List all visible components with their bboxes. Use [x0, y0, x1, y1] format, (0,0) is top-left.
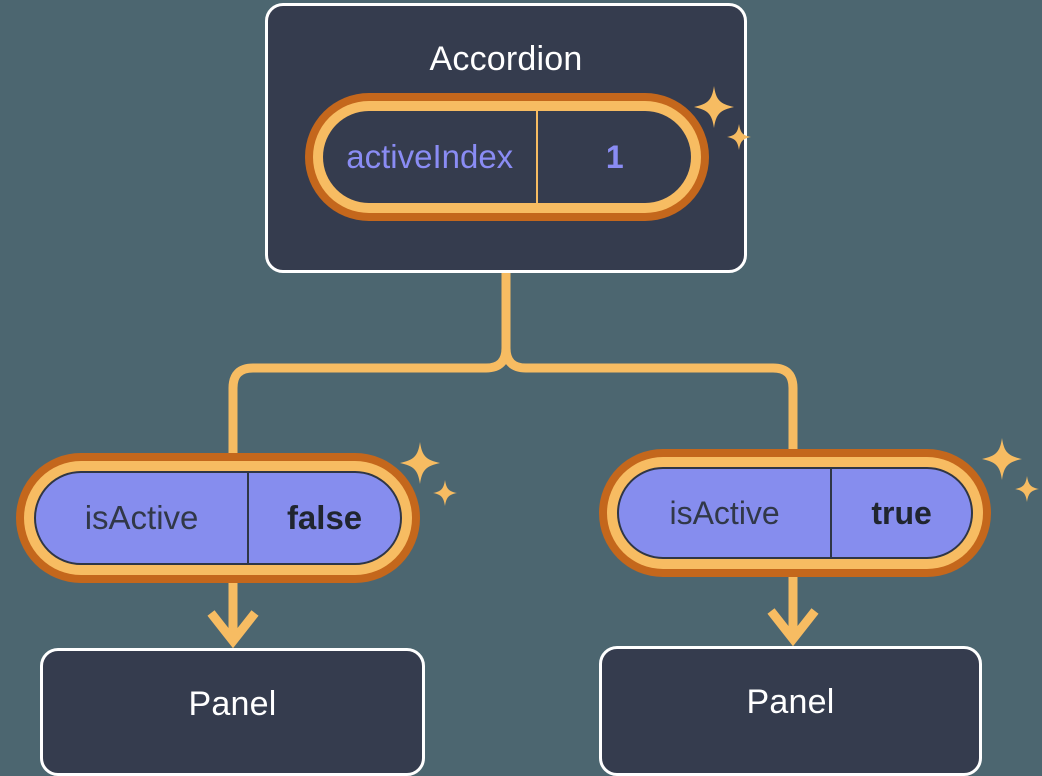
pill-outer-ring: activeIndex 1 — [305, 93, 709, 221]
node-title: Panel — [188, 685, 277, 723]
state-pill-isactive-true[interactable]: isActive true — [599, 449, 991, 577]
state-pill-activeindex[interactable]: activeIndex 1 — [305, 93, 709, 221]
state-pill-isactive-false[interactable]: isActive false — [16, 453, 420, 583]
pill-face: isActive true — [617, 467, 973, 559]
pill-divider — [830, 469, 833, 557]
state-key-label: activeIndex — [346, 138, 514, 175]
wire-branch-right — [501, 347, 798, 470]
arrowhead-left — [207, 610, 259, 649]
state-key-label: isActive — [84, 499, 199, 536]
pill-inner-ring: isActive true — [607, 457, 983, 569]
state-key-label: isActive — [669, 494, 780, 531]
pill-divider — [247, 473, 250, 563]
state-value-label: 1 — [605, 138, 624, 175]
pill-outer-ring: isActive false — [16, 453, 420, 583]
pill-divider — [536, 111, 539, 203]
pill-inner-ring: isActive false — [24, 461, 412, 575]
pill-inner-ring: activeIndex 1 — [313, 101, 701, 213]
component-node-panel-right[interactable]: Panel — [599, 646, 982, 776]
node-title: Panel — [746, 683, 835, 721]
wire-branch-left — [228, 347, 511, 470]
arrowhead-right — [767, 608, 819, 647]
state-value-label: false — [286, 499, 363, 536]
pill-face: activeIndex 1 — [323, 111, 691, 203]
component-node-panel-left[interactable]: Panel — [40, 648, 425, 776]
pill-outer-ring: isActive true — [599, 449, 991, 577]
page-title: Accordion — [429, 40, 583, 78]
state-value-label: true — [871, 494, 932, 531]
pill-face: isActive false — [34, 471, 402, 565]
